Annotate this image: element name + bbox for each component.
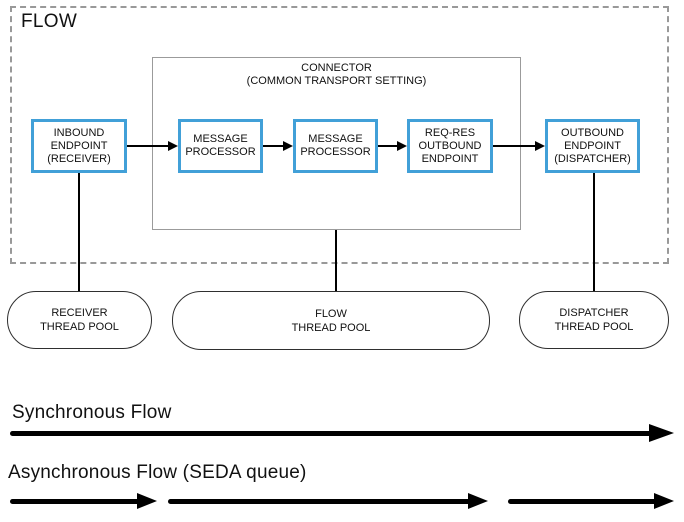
legend-asynchronous-arrow-segment-1 [10,492,157,510]
arrow-shaft [10,499,143,504]
arrow-shaft [493,145,537,147]
line-connector-to-flow-pool [335,230,337,291]
legend-synchronous-label: Synchronous Flow [12,402,172,423]
flow-title: FLOW [21,11,78,32]
pool-dispatcher-thread: DISPATCHER THREAD POOL [519,291,669,349]
arrowhead-icon [654,493,674,509]
legend-asynchronous-label: Asynchronous Flow (SEDA queue) [8,462,307,483]
legend-synchronous-arrow [10,424,674,442]
arrowhead-icon [468,493,488,509]
node-message-processor-2: MESSAGE PROCESSOR [293,119,378,173]
arrow-shaft [10,431,656,436]
arrow-shaft [168,499,474,504]
connector-subtitle: (COMMON TRANSPORT SETTING) [246,75,427,87]
pool-flow-thread: FLOW THREAD POOL [172,291,490,350]
arrowhead-icon [283,141,293,151]
node-req-res-outbound-endpoint: REQ-RES OUTBOUND ENDPOINT [407,119,493,173]
arrow-mp1-to-mp2 [263,140,293,152]
arrowhead-icon [397,141,407,151]
arrow-shaft [508,499,660,504]
arrow-shaft [127,145,170,147]
legend-asynchronous-arrow-segment-3 [508,492,674,510]
arrowhead-icon [137,493,157,509]
arrowhead-icon [168,141,178,151]
pool-receiver-thread: RECEIVER THREAD POOL [7,291,152,349]
connector-title: CONNECTOR [301,62,372,74]
line-inbound-to-receiver-pool [78,173,80,291]
arrowhead-icon [535,141,545,151]
connector-caption: CONNECTOR (COMMON TRANSPORT SETTING) [152,62,521,88]
arrow-shaft [263,145,285,147]
connector-box [152,57,521,230]
legend-asynchronous-arrow-segment-2 [168,492,488,510]
line-outbound-to-dispatcher-pool [593,172,595,291]
node-inbound-endpoint: INBOUND ENDPOINT (RECEIVER) [31,119,127,173]
arrow-mp2-to-reqres [378,140,407,152]
arrow-shaft [378,145,399,147]
arrow-inbound-to-mp1 [127,140,178,152]
node-outbound-endpoint: OUTBOUND ENDPOINT (DISPATCHER) [545,119,640,173]
node-message-processor-1: MESSAGE PROCESSOR [178,119,263,173]
arrow-reqres-to-outbound [493,140,545,152]
flow-boundary-dashed-box [10,6,669,264]
arrowhead-icon [649,424,674,442]
